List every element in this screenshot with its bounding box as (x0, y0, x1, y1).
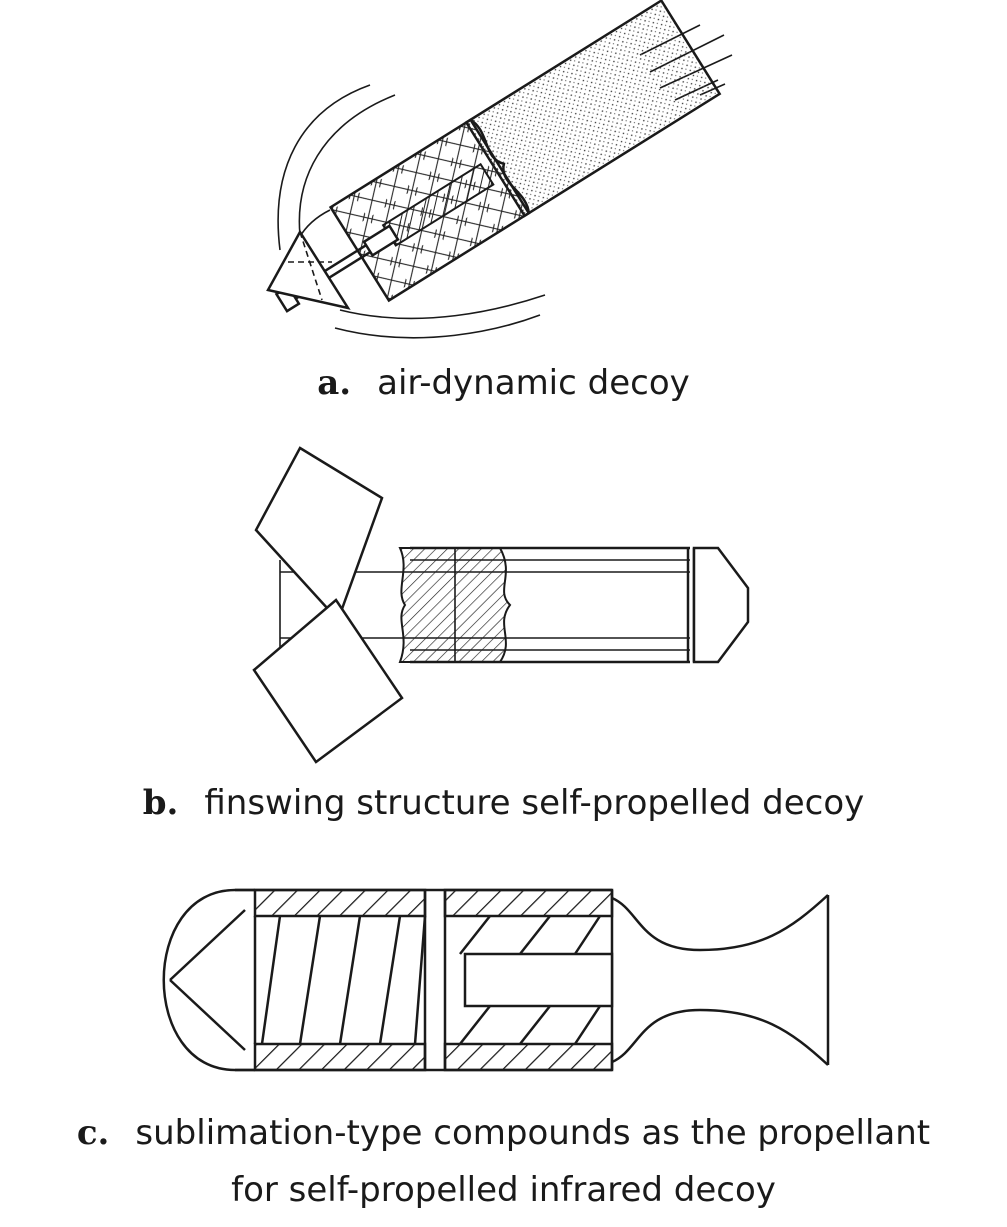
figure-b-caption-text: finswing structure self-propelled decoy (204, 783, 865, 823)
figure-b-caption: b. finswing structure self-propelled deco… (0, 782, 1007, 825)
figure-a-drawing (266, 0, 733, 339)
figure-c-caption: c. sublimation-type compounds as the prop… (0, 1112, 1007, 1211)
figure-a-letter: a. (317, 363, 352, 403)
nozzle (611, 894, 830, 1066)
nose-cone (266, 229, 351, 310)
figure-a-caption-text: air-dynamic decoy (377, 363, 690, 403)
decoy-cylinder (279, 546, 750, 664)
figure-b-drawing (252, 446, 750, 764)
figure-a-caption: a. air-dynamic decoy (0, 362, 1007, 405)
fin-wings (252, 446, 404, 764)
figure-b-letter: b. (142, 783, 179, 823)
figure-c-drawing (162, 888, 830, 1072)
figure-c-caption-line1: sublimation-type compounds as the propel… (135, 1113, 931, 1153)
figure-c-letter: c. (76, 1113, 110, 1153)
airflow-arcs (277, 84, 546, 339)
figure-c-caption-line2: for self-propelled infrared decoy (231, 1169, 776, 1210)
decoy-casing (162, 888, 614, 1072)
